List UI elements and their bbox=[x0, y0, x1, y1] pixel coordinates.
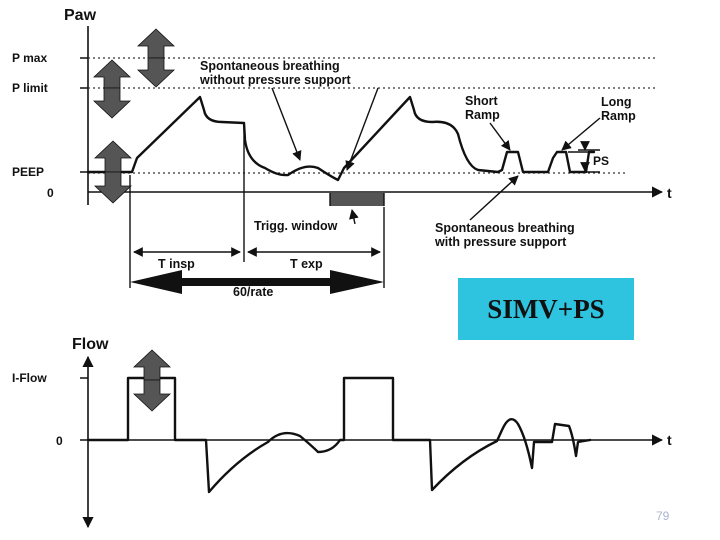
ps-label: PS bbox=[593, 154, 609, 168]
rate-label: 60/rate bbox=[233, 285, 273, 299]
pmax-adjust-icon bbox=[136, 28, 176, 88]
pressure-waveform bbox=[86, 95, 596, 182]
page-number: 79 bbox=[656, 509, 670, 523]
pressure-panel: Paw t P max P limit PEEP 0 PS Trigg. win… bbox=[12, 7, 672, 299]
iflow-adjust-icon bbox=[132, 349, 172, 412]
peep-adjust-icon bbox=[93, 140, 133, 204]
short-ramp-line1: Short bbox=[465, 94, 498, 108]
flow-waveform bbox=[86, 376, 592, 494]
long-ramp-line2: Ramp bbox=[601, 109, 636, 123]
pressure-axis-title: Paw bbox=[64, 7, 97, 24]
trigger-window-edges bbox=[329, 193, 385, 206]
iflow-label: I-Flow bbox=[12, 371, 47, 385]
spont-ps-line1: Spontaneous breathing bbox=[435, 221, 575, 235]
plimit-label: P limit bbox=[12, 81, 48, 95]
short-ramp-pointer bbox=[489, 122, 511, 151]
pressure-zero-label: 0 bbox=[47, 186, 54, 200]
rate-arrow bbox=[130, 270, 384, 294]
trigger-window-bar bbox=[330, 193, 384, 206]
short-ramp-line2: Ramp bbox=[465, 108, 500, 122]
t-insp-label: T insp bbox=[158, 257, 195, 271]
spont-no-ps-pointer-left bbox=[271, 87, 302, 161]
spont-no-ps-line1: Spontaneous breathing bbox=[200, 59, 340, 73]
mode-label-box: SIMV+PS bbox=[458, 278, 634, 340]
spont-ps-line2: with pressure support bbox=[434, 235, 567, 249]
plimit-adjust-icon bbox=[92, 59, 132, 119]
flow-time-label: t bbox=[667, 432, 672, 448]
trigger-window-pointer bbox=[349, 209, 359, 225]
pressure-level-ticks bbox=[80, 57, 88, 173]
spont-no-ps-pointer-right bbox=[345, 87, 379, 171]
spont-ps-pointer bbox=[469, 175, 519, 221]
long-ramp-line1: Long bbox=[601, 95, 632, 109]
flow-axis-title: Flow bbox=[72, 336, 109, 353]
flow-panel: Flow t I-Flow 0 bbox=[12, 336, 672, 529]
pmax-label: P max bbox=[12, 51, 47, 65]
long-ramp-pointer bbox=[561, 117, 601, 151]
peep-label: PEEP bbox=[12, 165, 44, 179]
pressure-time-label: t bbox=[667, 185, 672, 201]
trigger-window-label: Trigg. window bbox=[254, 219, 338, 233]
flow-level-ticks bbox=[80, 377, 88, 441]
spont-no-ps-line2: without pressure support bbox=[199, 73, 352, 87]
ps-bracket bbox=[578, 149, 600, 173]
flow-zero-label: 0 bbox=[56, 434, 63, 448]
t-exp-label: T exp bbox=[290, 257, 323, 271]
